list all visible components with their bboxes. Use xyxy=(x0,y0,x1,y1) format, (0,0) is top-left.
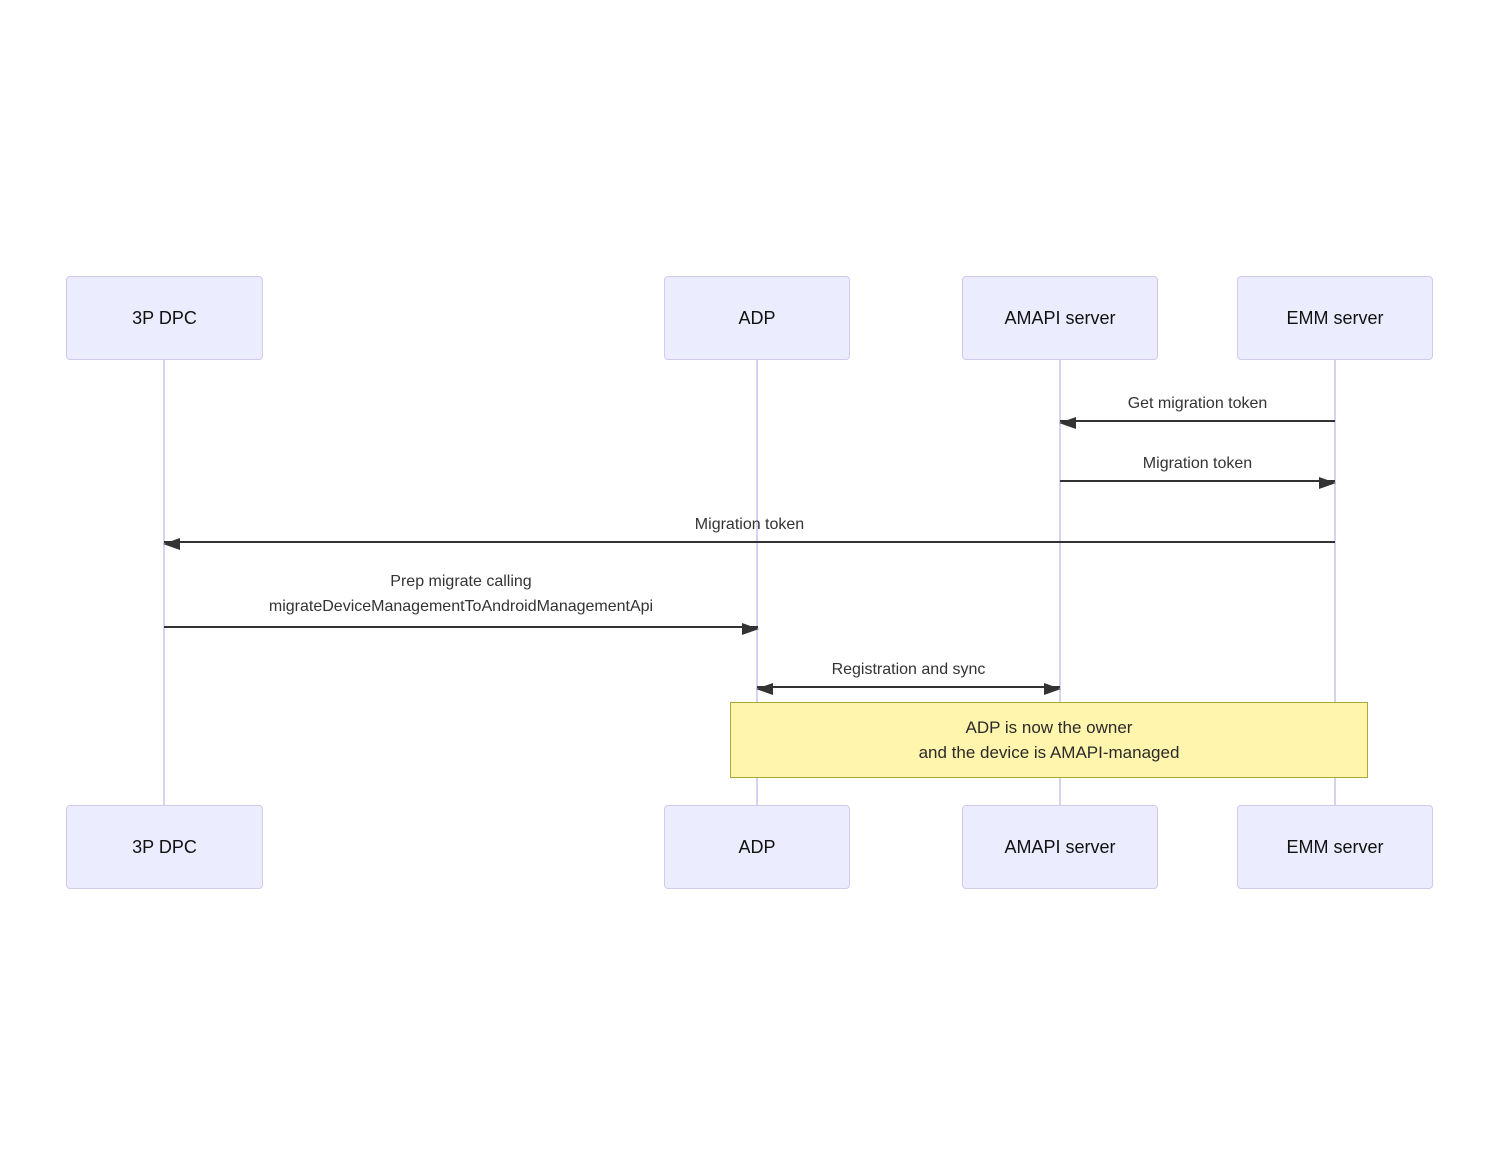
message-registration-and-sync: Registration and sync xyxy=(756,642,1061,695)
actor-label-amapi-server: AMAPI server xyxy=(1004,307,1116,328)
message-get-migration-token: Get migration token xyxy=(1059,376,1335,429)
message-migration-token-to-emm: Migration token xyxy=(1060,436,1336,489)
arrowhead-right-icon xyxy=(1044,683,1061,695)
actor-label-3p-dpc: 3P DPC xyxy=(132,307,197,328)
arrowhead-left-icon xyxy=(756,683,773,695)
message-label: Migration token xyxy=(694,516,805,533)
actor-label-adp: ADP xyxy=(738,307,776,328)
actor-label-3p-dpc: 3P DPC xyxy=(132,836,197,857)
actor-3p-dpc-bottom: 3P DPC xyxy=(66,805,263,889)
message-label: Get migration token xyxy=(1127,395,1268,412)
message-line xyxy=(164,623,759,635)
arrowhead-left-icon xyxy=(1059,417,1076,429)
note-adp-owner: ADP is now the owner and the device is A… xyxy=(730,702,1368,778)
lifeline-amapi-server xyxy=(1059,360,1061,805)
note-text-line1: ADP is now the owner xyxy=(965,718,1133,737)
lifeline-adp xyxy=(756,360,758,805)
actor-3p-dpc-top: 3P DPC xyxy=(66,276,263,360)
message-line xyxy=(756,683,1061,695)
message-label-line1: Prep migrate calling xyxy=(390,573,532,590)
lifeline-3p-dpc xyxy=(163,360,165,805)
message-line xyxy=(1060,477,1336,489)
lifeline-emm-server xyxy=(1334,360,1336,805)
message-prep-migrate: Prep migrate calling migrateDeviceManage… xyxy=(164,558,759,635)
message-line xyxy=(163,538,1335,550)
message-label: Migration token xyxy=(1142,455,1253,472)
actor-label-adp: ADP xyxy=(738,836,776,857)
message-migration-token-to-3p-dpc: Migration token xyxy=(163,497,1335,550)
actor-emm-server-bottom: EMM server xyxy=(1237,805,1433,889)
actor-adp-top: ADP xyxy=(664,276,850,360)
message-label: Prep migrate calling migrateDeviceManage… xyxy=(269,569,653,619)
message-label-line2: migrateDeviceManagementToAndroidManageme… xyxy=(268,598,654,615)
actor-label-amapi-server: AMAPI server xyxy=(1004,836,1116,857)
message-line xyxy=(1059,417,1335,429)
actor-amapi-server-bottom: AMAPI server xyxy=(962,805,1158,889)
actor-emm-server-top: EMM server xyxy=(1237,276,1433,360)
arrowhead-right-icon xyxy=(742,623,759,635)
arrowhead-right-icon xyxy=(1319,477,1336,489)
actor-adp-bottom: ADP xyxy=(664,805,850,889)
actor-label-emm-server: EMM server xyxy=(1286,307,1384,328)
actor-label-emm-server: EMM server xyxy=(1286,836,1384,857)
note-text-line2: and the device is AMAPI-managed xyxy=(918,743,1180,762)
actor-amapi-server-top: AMAPI server xyxy=(962,276,1158,360)
arrowhead-left-icon xyxy=(163,538,180,550)
message-label: Registration and sync xyxy=(831,661,986,678)
